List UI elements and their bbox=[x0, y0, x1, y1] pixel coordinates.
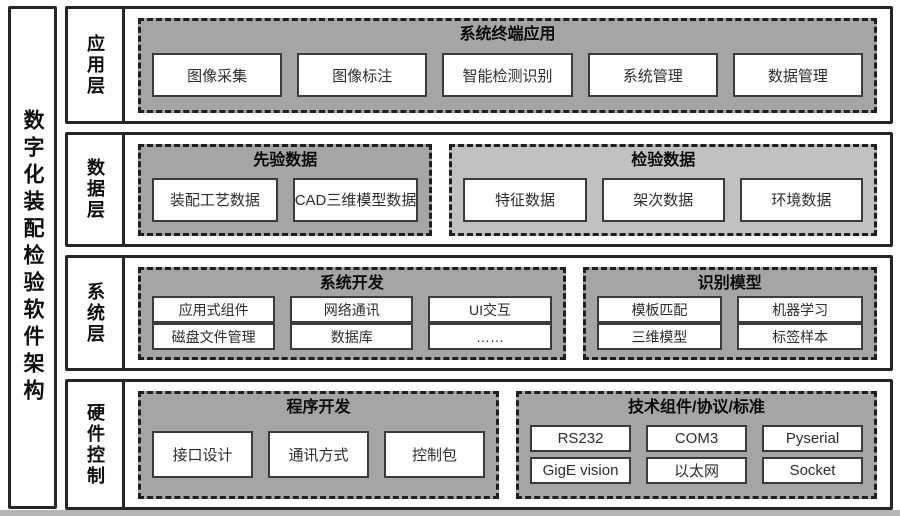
item-box: 架次数据 bbox=[601, 177, 725, 222]
box-row: 图像采集图像标注智能检测识别系统管理数据管理 bbox=[152, 53, 864, 97]
layer-1-label-cell: 应用层 bbox=[68, 9, 125, 121]
layer-rows: 应用层 系统终端应用图像采集图像标注智能检测识别系统管理数据管理数据层 先验数据装配… bbox=[65, 6, 893, 510]
item-box: 装配工艺数据 bbox=[152, 177, 278, 222]
layer-label: 硬件控制 bbox=[85, 402, 105, 487]
group-panel: 先验数据装配工艺数据 CAD三维模型数据 bbox=[138, 144, 433, 236]
group-title: 识别模型 bbox=[697, 275, 762, 292]
layer-label: 系统层 bbox=[85, 281, 105, 345]
group-title: 先验数据 bbox=[253, 152, 318, 169]
item-box: 三维模型 bbox=[596, 323, 723, 350]
group-title: 检验数据 bbox=[631, 152, 696, 169]
layer-label: 应用层 bbox=[85, 33, 105, 97]
group-panel: 检验数据特征数据架次数据环境数据 bbox=[449, 144, 877, 236]
item-box: 网络通讯 bbox=[290, 296, 414, 323]
group-title: 技术组件/协议/标准 bbox=[628, 399, 765, 416]
box-row: 磁盘文件管理数据库 …… bbox=[152, 323, 552, 350]
item-box: 特征数据 bbox=[463, 177, 587, 222]
group-box-rows: 特征数据架次数据环境数据 bbox=[463, 173, 864, 226]
group-panel: 识别模型模板匹配机器学习三维模型标签样本 bbox=[582, 267, 877, 360]
item-box: UI交互 bbox=[428, 296, 552, 323]
item-box: GigE vision bbox=[530, 457, 631, 484]
group-box-rows: 图像采集图像标注智能检测识别系统管理数据管理 bbox=[152, 47, 864, 103]
item-box: RS232 bbox=[530, 425, 631, 452]
box-row: 接口设计通讯方式控制包 bbox=[152, 431, 485, 478]
layer-label: 数据层 bbox=[85, 158, 105, 221]
diagram-title: 数字化装配检验软件架构 bbox=[21, 109, 44, 406]
layer-3-label-cell: 系统层 bbox=[68, 258, 125, 368]
box-row: 应用式组件网络通讯 UI交互 bbox=[152, 296, 552, 323]
bottom-gray-band bbox=[0, 510, 900, 516]
group-panel: 系统开发应用式组件网络通讯 UI交互磁盘文件管理数据库 …… bbox=[138, 267, 566, 360]
item-box: 标签样本 bbox=[737, 323, 863, 350]
item-box: Pyserial bbox=[762, 425, 863, 452]
item-box: Socket bbox=[762, 457, 863, 484]
layer-1-row: 应用层 系统终端应用图像采集图像标注智能检测识别系统管理数据管理 bbox=[65, 6, 893, 124]
layer-content: 系统终端应用图像采集图像标注智能检测识别系统管理数据管理 bbox=[125, 9, 890, 121]
group-box-rows: 应用式组件网络通讯 UI交互磁盘文件管理数据库 …… bbox=[152, 296, 552, 350]
box-row: 三维模型标签样本 bbox=[596, 323, 863, 350]
group-box-rows: 接口设计通讯方式控制包 bbox=[152, 420, 485, 489]
group-panel: 系统终端应用图像采集图像标注智能检测识别系统管理数据管理 bbox=[138, 18, 877, 113]
group-box-rows: 装配工艺数据 CAD三维模型数据 bbox=[152, 173, 419, 226]
item-box: 数据库 bbox=[290, 323, 414, 350]
item-box: 智能检测识别 bbox=[442, 53, 573, 97]
group-panel: 程序开发接口设计通讯方式控制包 bbox=[138, 391, 499, 499]
item-box: 接口设计 bbox=[152, 431, 253, 478]
item-box: 控制包 bbox=[384, 431, 485, 478]
diagram-title-bar: 数字化装配检验软件架构 bbox=[8, 6, 57, 509]
layer-content: 程序开发接口设计通讯方式控制包 技术组件/协议/标准 RS232 COM3 Pyseri… bbox=[125, 382, 890, 507]
group-title: 系统开发 bbox=[319, 275, 384, 292]
group-title: 系统终端应用 bbox=[459, 26, 556, 43]
box-row: 模板匹配机器学习 bbox=[596, 296, 863, 323]
layer-content: 系统开发应用式组件网络通讯 UI交互磁盘文件管理数据库 …… 识别模型模板匹配机器学习… bbox=[125, 258, 890, 368]
box-row: 特征数据架次数据环境数据 bbox=[463, 177, 864, 222]
layer-4-row: 硬件控制 程序开发接口设计通讯方式控制包 技术组件/协议/标准 RS232 COM3 Py… bbox=[65, 379, 893, 510]
item-box: 磁盘文件管理 bbox=[152, 323, 276, 350]
item-box: …… bbox=[428, 323, 552, 350]
item-box: 图像采集 bbox=[152, 53, 283, 97]
item-box: 图像标注 bbox=[297, 53, 428, 97]
item-box: 通讯方式 bbox=[268, 431, 369, 478]
item-box: 模板匹配 bbox=[596, 296, 723, 323]
item-box: 数据管理 bbox=[732, 53, 864, 97]
item-box: 以太网 bbox=[646, 457, 747, 484]
item-box: 环境数据 bbox=[739, 177, 864, 222]
item-box: 系统管理 bbox=[587, 53, 718, 97]
group-box-rows: 模板匹配机器学习三维模型标签样本 bbox=[596, 296, 863, 350]
layer-3-row: 系统层 系统开发应用式组件网络通讯 UI交互磁盘文件管理数据库 …… 识别模型模板匹配机… bbox=[65, 255, 893, 371]
item-box: 应用式组件 bbox=[152, 296, 276, 323]
item-box: CAD三维模型数据 bbox=[292, 177, 419, 222]
group-title: 程序开发 bbox=[286, 399, 351, 416]
item-box: 机器学习 bbox=[737, 296, 863, 323]
layer-4-label-cell: 硬件控制 bbox=[68, 382, 125, 507]
item-box: COM3 bbox=[646, 425, 747, 452]
box-row: 装配工艺数据 CAD三维模型数据 bbox=[152, 177, 419, 222]
layer-2-label-cell: 数据层 bbox=[68, 135, 125, 244]
box-row: GigE vision 以太网 Socket bbox=[530, 457, 863, 484]
box-row: RS232 COM3 Pyserial bbox=[530, 425, 863, 452]
